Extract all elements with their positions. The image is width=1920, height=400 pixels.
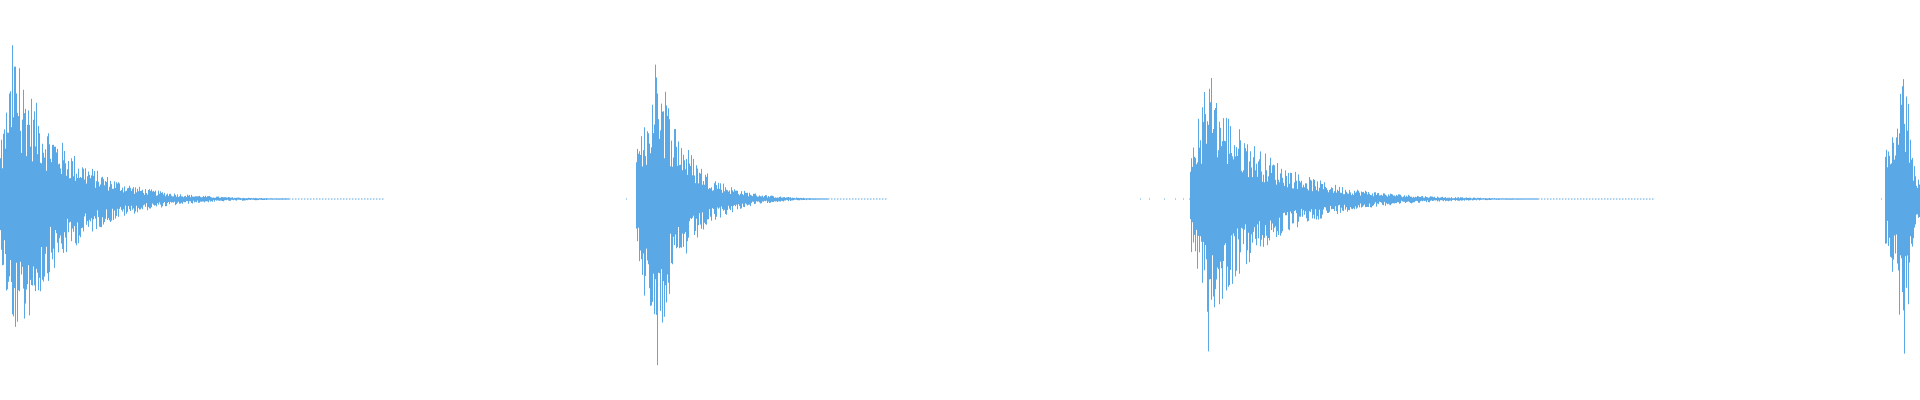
waveform-transient <box>1140 78 1654 352</box>
waveform-transient <box>626 64 887 366</box>
waveform-transient <box>0 45 384 327</box>
waveform-transient <box>1881 79 1920 354</box>
